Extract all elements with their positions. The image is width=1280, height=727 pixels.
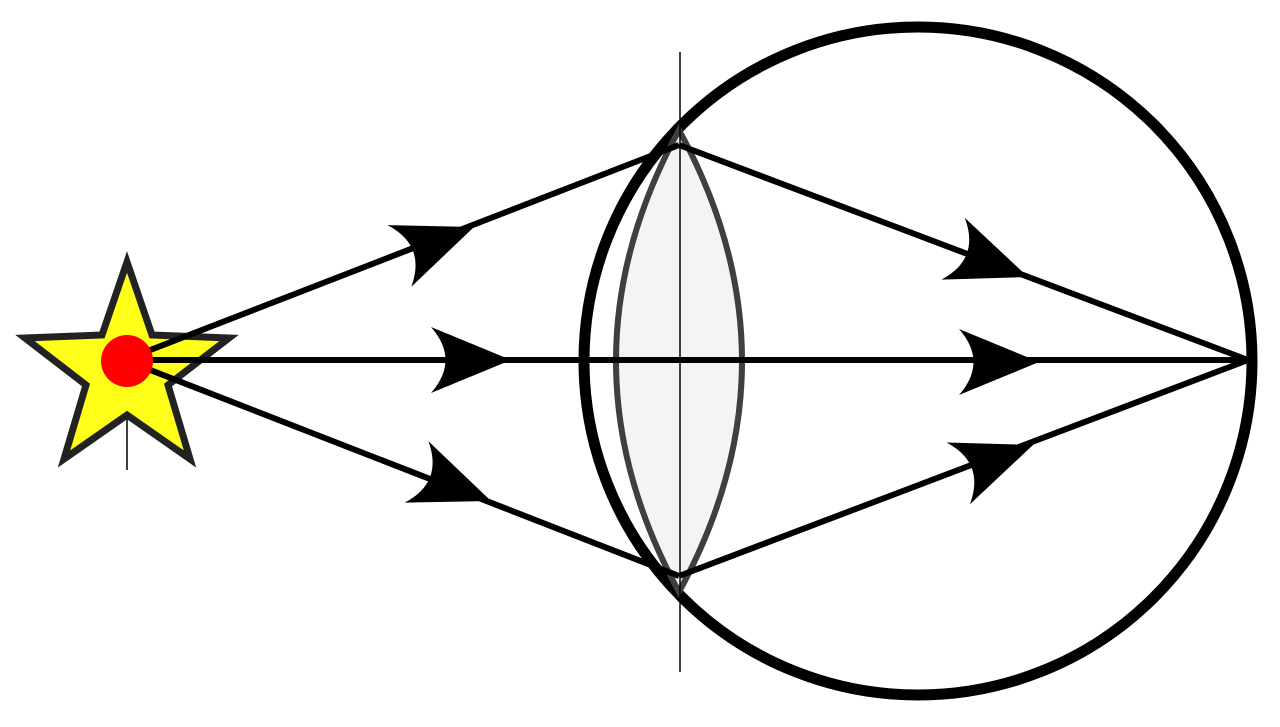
ray-lower-refracted [677, 357, 1250, 579]
arrowhead-icon [387, 225, 474, 287]
source-point [101, 335, 153, 387]
arrowheads [387, 217, 1039, 505]
arrowhead-icon [941, 217, 1028, 280]
ray-upper-incident [138, 142, 681, 357]
arrowhead-icon [404, 441, 491, 503]
ray-upper-refracted [677, 142, 1250, 363]
arrowhead-icon [959, 329, 1039, 395]
arrowhead-icon [431, 327, 511, 393]
arrowhead-icon [946, 442, 1033, 505]
ray-lower-incident [138, 363, 681, 579]
